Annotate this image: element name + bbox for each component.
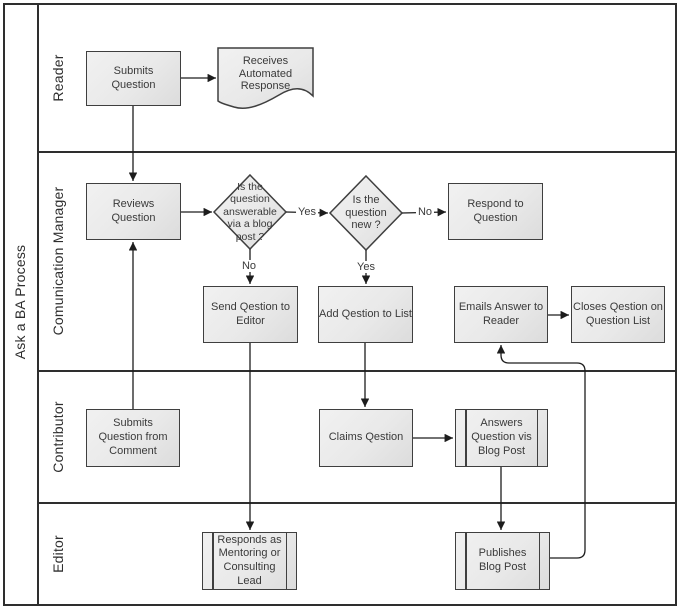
node-submits-question-from-comment: Submits Question from Comment [86,409,180,467]
node-is-question-new: Is the question new ? [345,193,387,232]
document-shape-receives-response [217,47,314,109]
node-receives-automated-response: Receives Automated Response [238,54,293,93]
title-column-divider [37,3,39,606]
lane-divider-contributor-editor [38,502,675,504]
node-claims-qestion: Claims Qestion [319,409,413,467]
node-reviews-question: Reviews Question [86,183,181,240]
node-responds-as-mentoring: Responds as Mentoring or Consulting Lead [202,532,297,590]
node-send-qestion-to-editor: Send Qestion to Editor [203,286,298,343]
edge-label-answerable-yes: Yes [296,206,318,218]
edge-label-new-yes: Yes [355,261,377,273]
node-submits-question: Submits Question [86,51,181,106]
edge-label-new-no: No [415,206,435,218]
connector-publishes-to-emails [496,345,586,559]
edge-label-answerable-no: No [239,260,259,272]
node-closes-qestion-on-question-list: Closes Qestion on Question List [571,286,665,343]
node-emails-answer-to-reader: Emails Answer to Reader [454,286,548,343]
lane-divider-manager-contributor [38,370,675,372]
node-publishes-blog-post: Publishes Blog Post [455,532,550,590]
node-answers-question-vis-blog-post: Answers Question vis Blog Post [455,409,548,467]
diagram-outer-border [3,3,677,606]
node-add-qestion-to-list: Add Qestion to List [318,286,413,343]
lane-divider-reader-manager [38,151,675,153]
node-respond-to-question: Respond to Question [448,183,543,240]
node-is-question-answerable: Is the question answerable via a blog po… [223,181,277,243]
